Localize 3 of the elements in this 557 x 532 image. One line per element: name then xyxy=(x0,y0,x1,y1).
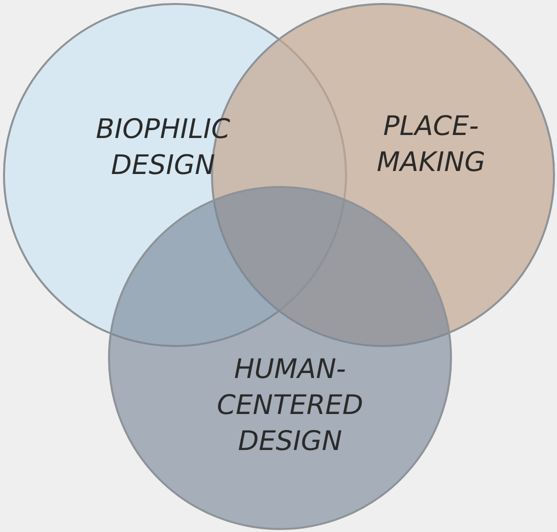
circle-label: BIOPHILIC DESIGN xyxy=(94,113,232,183)
circle-label: PLACE- MAKING xyxy=(376,110,486,180)
circle-label: HUMAN- CENTERED DESIGN xyxy=(216,353,364,459)
